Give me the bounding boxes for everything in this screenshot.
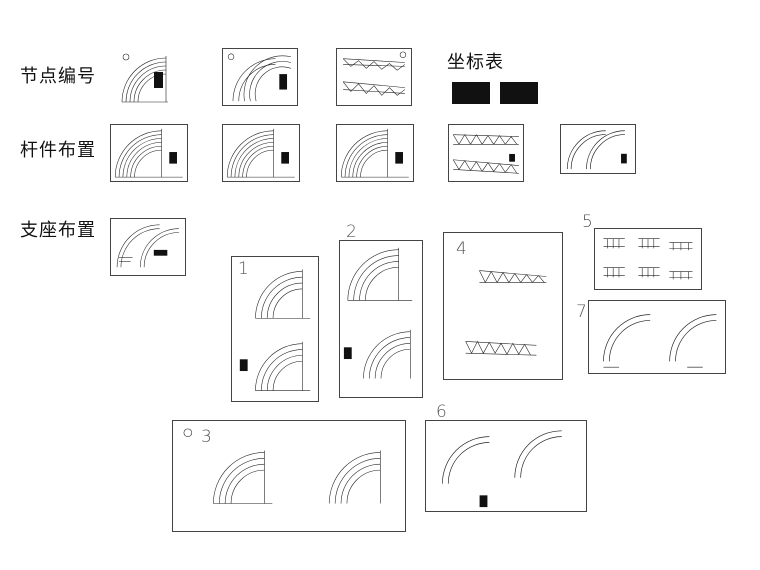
- coordinate-table-thumb-2[interactable]: [500, 82, 538, 104]
- sheet-number-6: 6: [436, 402, 447, 422]
- member-layout-sheet-3[interactable]: [336, 124, 414, 182]
- double-arc-drawing: [566, 130, 627, 170]
- quarter-arc-drawing: [114, 128, 183, 178]
- sheet-number-7: 7: [576, 302, 587, 322]
- elevation-drawing: [465, 270, 547, 356]
- sheet-2[interactable]: 2: [339, 240, 423, 398]
- member-layout-sheet-5[interactable]: [560, 124, 636, 174]
- sheet-number-1: 1: [238, 259, 249, 279]
- elevation-drawing: [452, 134, 519, 174]
- node-numbering-sheet-3[interactable]: [336, 48, 412, 106]
- row-label-member-layout: 杆件布置: [20, 140, 96, 161]
- sheet-1[interactable]: 1: [231, 256, 319, 402]
- member-layout-sheet-2[interactable]: [222, 124, 300, 182]
- sheet-number-3: 3: [201, 427, 212, 447]
- quarter-arc-drawing: [121, 53, 168, 103]
- sheet-3[interactable]: 3: [172, 420, 406, 532]
- sheet-number-5: 5: [582, 212, 593, 232]
- sheet-6[interactable]: [425, 420, 587, 512]
- row-label-support-layout: 支座布置: [20, 220, 96, 241]
- two-quarter-arcs-drawing: [343, 247, 413, 379]
- double-arc-drawing: [603, 314, 717, 368]
- two-quarter-arcs-drawing: [183, 428, 381, 504]
- member-layout-sheet-1[interactable]: [110, 124, 188, 182]
- quarter-arc-drawing: [226, 128, 295, 178]
- coordinate-table-thumb-1[interactable]: [452, 82, 490, 104]
- quarter-arc-drawing: [340, 128, 409, 178]
- sheet-7[interactable]: [588, 300, 726, 374]
- double-arc-drawing: [442, 430, 562, 508]
- node-numbering-sheet-1[interactable]: [118, 50, 188, 106]
- coordinate-table-title: 坐标表: [447, 52, 504, 73]
- double-arc-drawing: [227, 53, 291, 102]
- node-numbering-sheet-2[interactable]: [222, 48, 298, 106]
- sheet-number-4: 4: [456, 239, 467, 259]
- two-quarter-arcs-drawing: [239, 269, 311, 391]
- support-detail-drawing: [603, 238, 693, 280]
- sheet-number-2-label: 2: [346, 222, 357, 242]
- sheet-4[interactable]: 4: [443, 232, 563, 380]
- support-arc-drawing: [116, 224, 179, 268]
- support-layout-sheet[interactable]: [110, 218, 186, 276]
- row-label-node-numbering: 节点编号: [20, 66, 96, 87]
- elevation-drawing: [342, 51, 407, 96]
- sheet-5[interactable]: [594, 228, 702, 290]
- member-layout-sheet-4[interactable]: [448, 124, 524, 182]
